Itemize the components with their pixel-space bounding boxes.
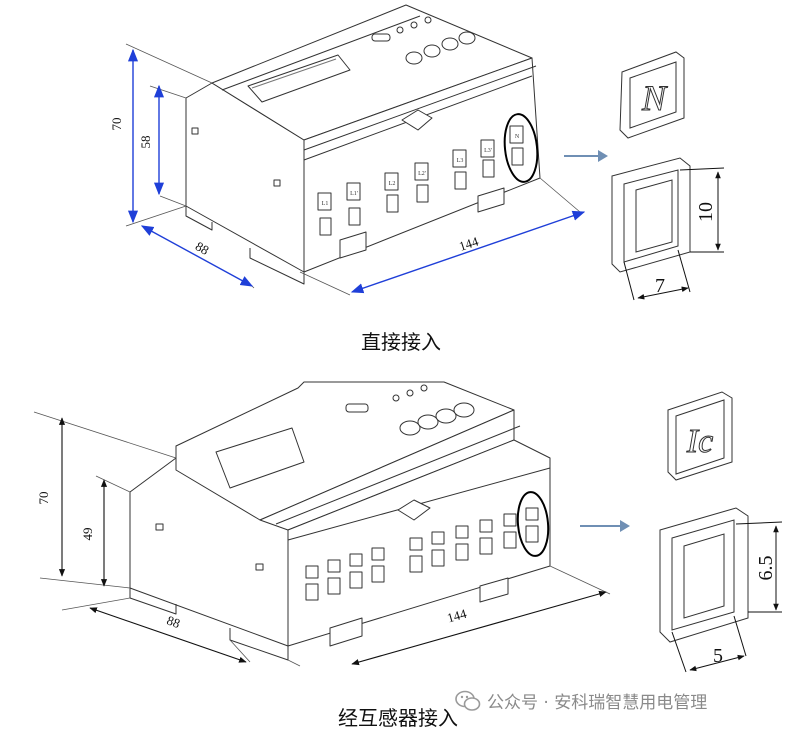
meter-buttons <box>345 384 475 436</box>
cover-dimension-lines <box>623 167 725 301</box>
watermark-text: 公众号 · 安科瑞智慧用电管理 <box>487 693 708 713</box>
terminal-label: L2' <box>418 171 426 177</box>
terminal-labels: L1 L1' L2 L2' L3 L3' N <box>322 134 520 207</box>
dimension-extension-lines <box>125 43 581 296</box>
terminal-label: L3 <box>457 158 464 164</box>
meter-ct <box>129 381 551 661</box>
terminal-cover-n <box>611 51 691 273</box>
dimension-arrows <box>127 48 586 294</box>
cover-dim-height: 6.5 <box>755 556 777 581</box>
meter-direct <box>185 4 541 285</box>
dim-width: 144 <box>445 606 468 626</box>
cover-dim-width: 7 <box>655 275 665 297</box>
side-vent <box>191 127 199 135</box>
terminal-label: N <box>515 134 520 140</box>
terminal-highlight-ellipse <box>516 491 550 557</box>
dim-height-body: 49 <box>80 528 95 541</box>
dimension-labels: 70 58 88 144 <box>109 118 481 258</box>
dim-height-total: 70 <box>36 492 51 505</box>
wechat-icon <box>455 690 481 711</box>
cover-dimension-lines <box>671 521 783 673</box>
dim-depth: 88 <box>165 613 182 632</box>
lcd-window <box>215 427 305 489</box>
cover-symbol-plate <box>619 51 685 139</box>
terminal-label: L1 <box>322 201 329 207</box>
terminal-row <box>317 125 524 236</box>
side-vent <box>255 563 264 571</box>
terminal-row <box>305 507 539 601</box>
cover-dim-width: 5 <box>713 645 723 667</box>
terminal-label: L2 <box>389 181 396 187</box>
terminal-label: L1' <box>350 191 358 197</box>
caption-direct: 直接接入 <box>361 330 441 354</box>
side-vent <box>155 523 164 531</box>
terminal-cover-ic <box>659 391 749 643</box>
dimension-arrows <box>58 417 607 666</box>
dim-height-total: 70 <box>109 118 124 131</box>
dimension-labels: 70 49 88 144 <box>36 492 469 632</box>
dim-width: 144 <box>457 233 481 253</box>
terminal-highlight-ellipse <box>503 113 539 183</box>
dim-depth: 88 <box>193 238 212 257</box>
terminal-label: L3' <box>484 148 492 154</box>
rail-clip <box>397 499 431 521</box>
watermark: 公众号 · 安科瑞智慧用电管理 <box>455 688 707 713</box>
cover-dim-height: 10 <box>695 202 717 222</box>
meter-buttons <box>371 16 476 65</box>
rail-clip <box>401 109 433 131</box>
lcd-window <box>247 54 351 103</box>
cover-symbol-plate <box>667 391 733 481</box>
caption-ct: 经互感器接入 <box>338 706 458 730</box>
cover-symbol: Ic <box>686 423 713 460</box>
arrow-right-icon <box>564 150 608 162</box>
cover-symbol: N <box>641 78 668 118</box>
arrow-right-icon <box>580 520 630 532</box>
dim-height-body: 58 <box>138 136 153 149</box>
side-vent <box>273 179 281 187</box>
